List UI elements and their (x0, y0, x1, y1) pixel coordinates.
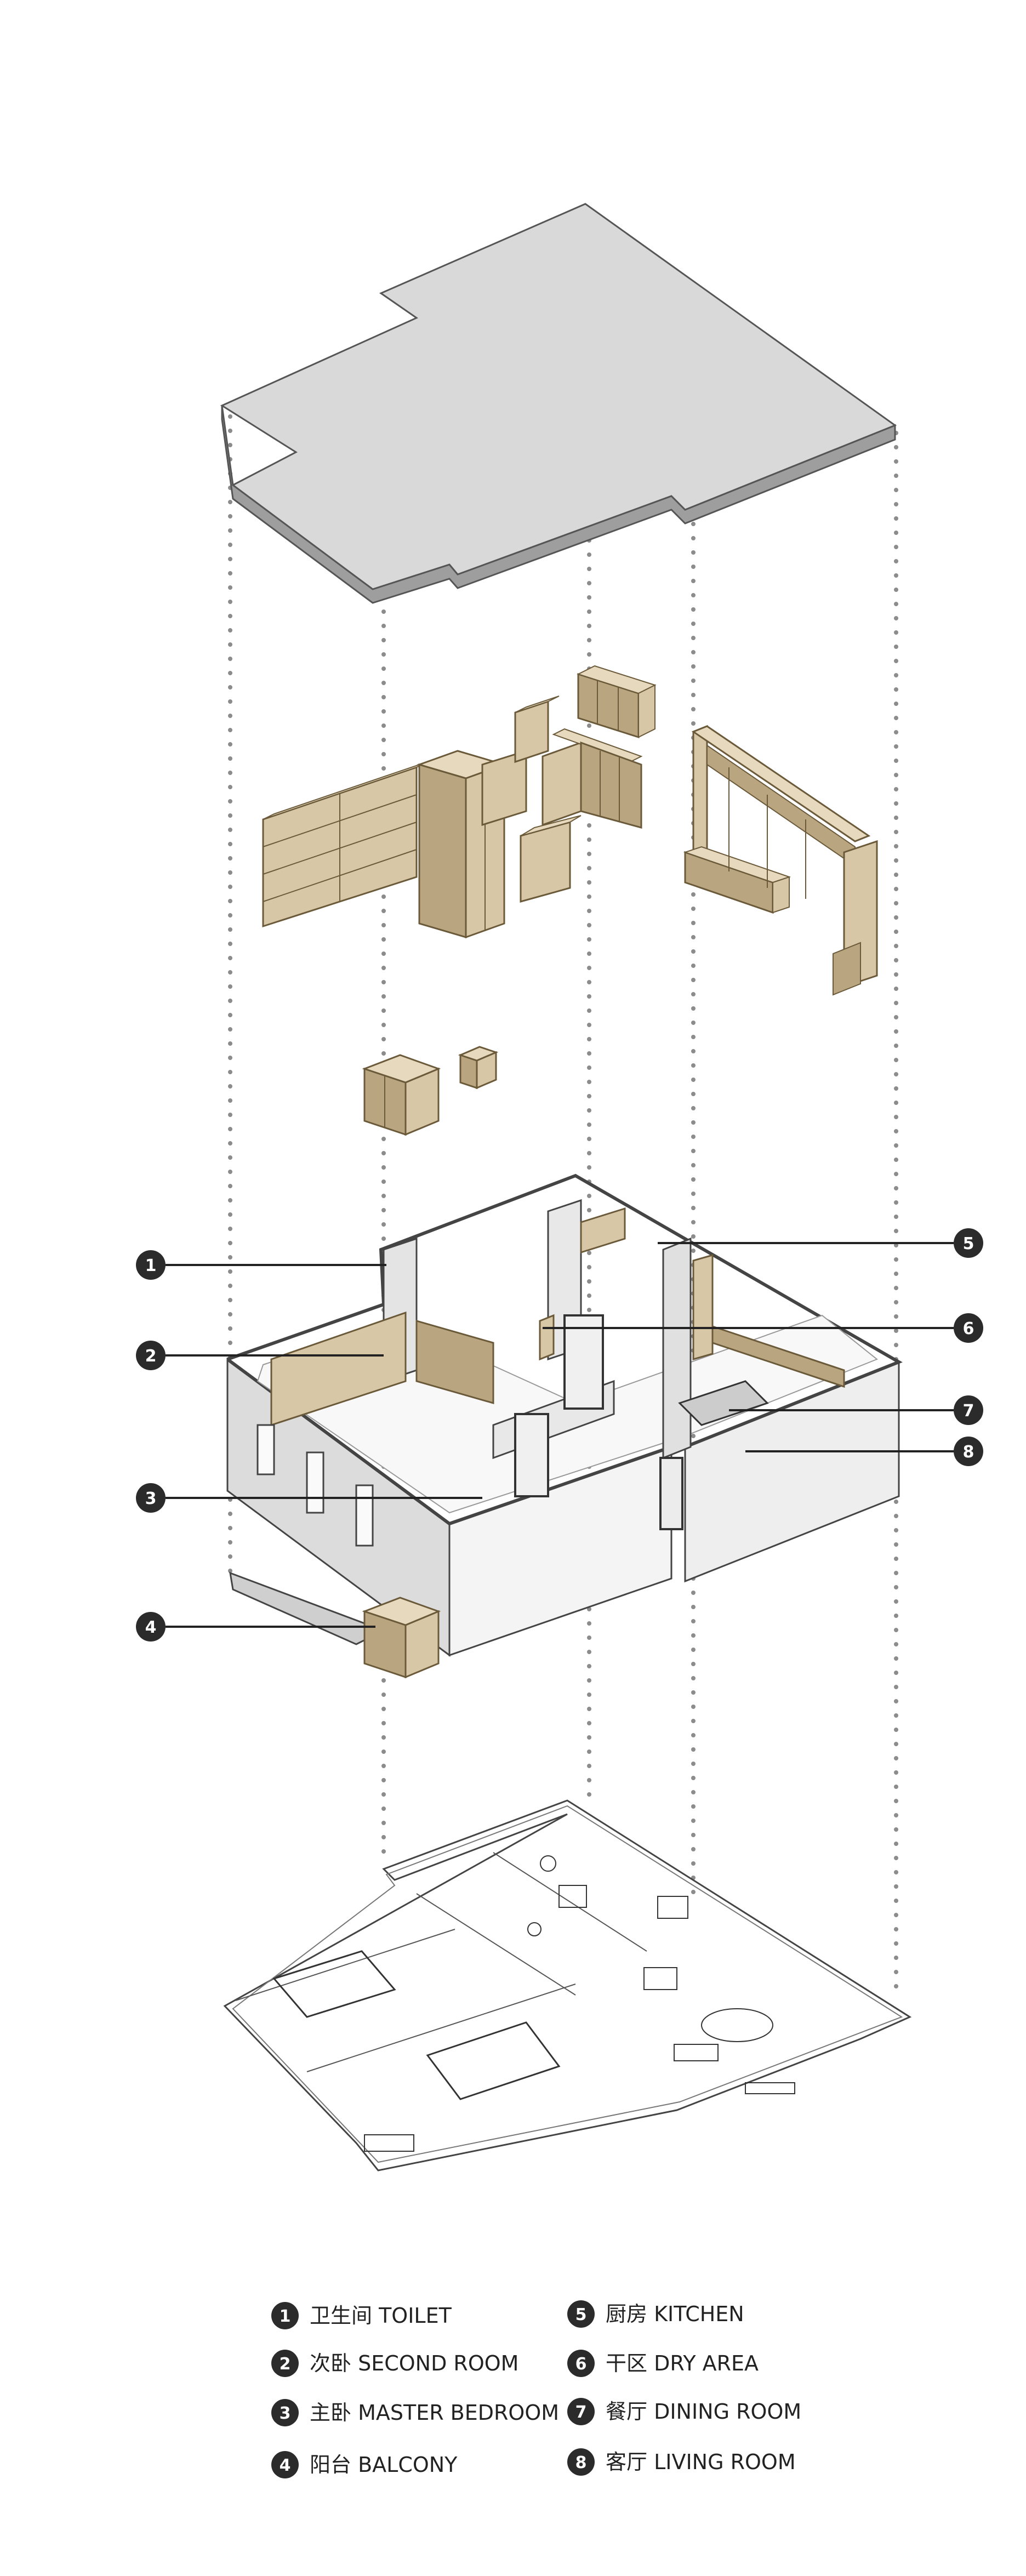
callout-8: 8 (745, 1437, 983, 1466)
callout-badge (954, 1228, 983, 1258)
legend-label: 卫生间 TOILET (310, 2304, 452, 2328)
legend-number: 6 (575, 2355, 587, 2374)
wardrobe (417, 750, 507, 939)
legend-item-7: 7 餐厅 DINING ROOM (567, 2398, 801, 2425)
callout-badge (136, 1612, 166, 1642)
callout-3: 3 (136, 1483, 482, 1513)
callout-6: 6 (543, 1313, 983, 1343)
legend-item-2: 2 次卧 SECOND ROOM (271, 2350, 518, 2377)
legend-label: 阳台 BALCONY (310, 2453, 458, 2477)
legend-label: 主卧 MASTER BEDROOM (310, 2401, 559, 2425)
legend-number: 8 (575, 2453, 587, 2472)
furniture-layer-upper (262, 665, 878, 996)
bookshelf-left (262, 761, 428, 928)
legend-label: 餐厅 DINING ROOM (606, 2400, 801, 2424)
tv-wall-unit (683, 725, 878, 996)
legend-item-1: 1 卫生间 TOILET (271, 2302, 452, 2329)
legend-label: 客厅 LIVING ROOM (606, 2450, 796, 2474)
callout-number: 8 (963, 1443, 974, 1462)
floor-plan (223, 1799, 912, 2172)
legend-badge (567, 2448, 595, 2476)
legend-label: 次卧 SECOND ROOM (310, 2351, 518, 2375)
callout-1: 1 (136, 1250, 386, 1280)
wall-cabinet (577, 665, 657, 739)
callout-badge (954, 1313, 983, 1343)
callout-7: 7 (729, 1395, 983, 1425)
callout-number: 6 (963, 1319, 974, 1338)
callout-number: 5 (963, 1234, 974, 1253)
legend-number: 7 (575, 2403, 587, 2422)
legend-item-4: 4 阳台 BALCONY (271, 2451, 458, 2478)
legend-badge (567, 2398, 595, 2425)
callout-number: 3 (145, 1489, 157, 1508)
legend-item-6: 6 干区 DRY AREA (567, 2350, 759, 2377)
legend-badge (271, 2302, 299, 2329)
legend-item-5: 5 厨房 KITCHEN (567, 2300, 744, 2328)
legend-badge (271, 2350, 299, 2377)
callout-badge (136, 1250, 166, 1280)
kitchen-cabinets-cluster (481, 696, 643, 903)
callout-badge (954, 1395, 983, 1425)
callout-badge (954, 1437, 983, 1466)
legend-badge (567, 2300, 595, 2328)
callout-number: 7 (963, 1401, 974, 1421)
legend-number: 1 (280, 2307, 291, 2326)
ceiling-slab (220, 203, 897, 604)
room-callouts: 1 2 3 4 5 6 7 8 (136, 1228, 983, 1642)
legend-badge (271, 2451, 299, 2478)
legend-item-8: 8 客厅 LIVING ROOM (567, 2448, 796, 2476)
legend-badge (567, 2350, 595, 2377)
legend-label: 厨房 KITCHEN (606, 2302, 744, 2326)
ceiling-slab-top (220, 203, 897, 590)
callout-4: 4 (136, 1612, 375, 1642)
callout-number: 1 (145, 1256, 157, 1275)
callout-badge (136, 1483, 166, 1513)
wall-top-outline (226, 1173, 903, 1526)
legend-badge (271, 2399, 299, 2426)
furniture-layer-lower (362, 1046, 499, 1136)
callout-5: 5 (658, 1228, 983, 1258)
walls-model (226, 1173, 903, 1679)
legend-item-3: 3 主卧 MASTER BEDROOM (271, 2399, 559, 2426)
legend-number: 5 (575, 2305, 587, 2324)
legend-label: 干区 DRY AREA (606, 2351, 759, 2375)
legend-number: 2 (280, 2355, 291, 2374)
callout-2: 2 (136, 1341, 384, 1370)
callout-number: 2 (145, 1347, 157, 1366)
room-legend: 1 卫生间 TOILET 2 次卧 SECOND ROOM 3 主卧 MASTER BED… (271, 2300, 801, 2478)
nightstand (458, 1046, 499, 1090)
legend-number: 4 (280, 2456, 291, 2475)
sideboard-cabinet (362, 1054, 441, 1136)
callout-number: 4 (145, 1618, 157, 1637)
legend-number: 3 (280, 2404, 291, 2423)
callout-badge (136, 1341, 166, 1370)
